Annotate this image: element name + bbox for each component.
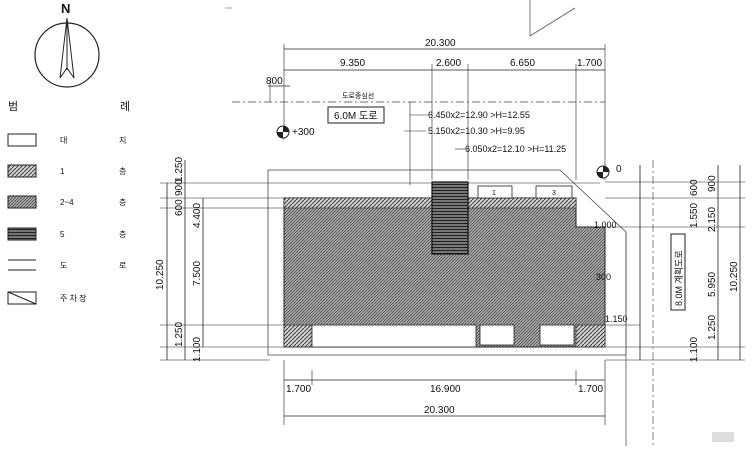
legend-swatch-floor2-4 xyxy=(7,195,37,209)
elevation-mark-right-icon: 0 xyxy=(596,164,622,179)
height-note-3: 6.050x2=12.10 >H=11.25 xyxy=(465,144,566,154)
height-note-2: 5.150x2=10.30 >H=9.95 xyxy=(428,126,525,136)
dim-bottom-right: 1.700 xyxy=(578,384,603,395)
dim-top-seg1: 9.350 xyxy=(340,58,365,69)
legend-suffix-land: 지 xyxy=(119,136,126,145)
right-road-label-box xyxy=(670,233,686,311)
parking-bay xyxy=(477,185,513,199)
corner-mark xyxy=(712,432,734,442)
dim-top-seg4: 1.700 xyxy=(577,58,602,69)
legend-swatch-floor5 xyxy=(7,227,37,241)
building-floor5 xyxy=(431,181,469,255)
dim-top-overall: 20.300 xyxy=(425,38,456,49)
dim-right-c: 2.150 xyxy=(707,207,718,232)
parking-number-1: 1 xyxy=(492,190,496,197)
parking-number-3: 3 xyxy=(552,190,556,197)
dim-right-overall: 10.250 xyxy=(729,261,740,292)
top-dimensions: 20.300 9.350 2.600 6.650 1.700 800 xyxy=(266,38,606,180)
dim-left-middle: 7.500 xyxy=(192,261,203,286)
legend-swatch-parking-diagonal xyxy=(7,291,37,305)
dim-right-a: 600 xyxy=(689,179,700,196)
dim-right-d: 5.950 xyxy=(707,272,718,297)
dim-bottom-left: 1.700 xyxy=(286,384,311,395)
dim-left-top-b: 600 xyxy=(174,199,185,216)
dim-right-inner-1000: 1.000 xyxy=(594,220,617,230)
dim-top-seg2: 2.600 xyxy=(436,58,461,69)
dim-right-top: 900 xyxy=(707,175,718,192)
legend-suffix-floor2-4: 층 xyxy=(119,198,126,207)
dim-bottom-middle: 16.900 xyxy=(430,384,461,395)
dim-right-b: 1.550 xyxy=(689,203,700,228)
dim-right-inner-300: 300 xyxy=(596,272,611,282)
elevation-left-label: +300 xyxy=(292,127,315,138)
legend-title-right: 례 xyxy=(120,100,130,113)
legend-suffix-floor5: 층 xyxy=(119,230,126,239)
dim-left-overall: 10.250 xyxy=(155,259,166,290)
top-road-label: 6.0M 도로 xyxy=(334,111,377,122)
dim-top-offset: 800 xyxy=(266,76,283,87)
legend-suffix-road: 로 xyxy=(119,261,126,270)
legend-swatch-floor1 xyxy=(7,164,37,178)
dim-left-lower: 1.250 xyxy=(174,322,185,347)
legend-label-floor5: 5 xyxy=(60,230,65,239)
bottom-dimensions: 1.700 16.900 1.700 20.300 xyxy=(283,360,606,425)
legend-swatch-land xyxy=(7,133,37,147)
parking-area-bottom xyxy=(311,324,477,348)
parking-bay xyxy=(535,185,573,199)
dim-left-upper: 4.400 xyxy=(192,203,203,228)
elevation-mark-left-icon: +300 xyxy=(276,125,315,139)
top-road-label-box xyxy=(327,106,385,124)
parking-bay xyxy=(479,324,515,346)
building-floor1-corner xyxy=(283,324,313,348)
dim-left-bottom: 1.100 xyxy=(192,337,203,362)
building-floor1-corner xyxy=(575,324,606,348)
legend-label-floor2-4: 2~4 xyxy=(60,198,74,207)
legend-label-road: 도 xyxy=(60,261,67,270)
dim-left-top-a: 1.250 xyxy=(174,157,185,182)
height-note-1: 6.450x2=12.90 >H=12.55 xyxy=(428,110,530,120)
dim-top-seg3: 6.650 xyxy=(510,58,535,69)
dim-right-inner-1150: 1.150 xyxy=(605,314,628,324)
dim-bottom-overall: 20.300 xyxy=(424,405,455,416)
left-dimensions: 10.250 1.250 600 900 4.400 7.500 1.250 1… xyxy=(155,157,284,362)
parking-bay xyxy=(539,324,575,346)
legend-label-land: 대 xyxy=(60,136,67,145)
legend-label-floor1: 1 xyxy=(60,167,65,176)
height-notes: 6.450x2=12.90 >H=12.55 5.150x2=10.30 >H=… xyxy=(404,102,566,185)
north-arrow-icon: N xyxy=(34,1,100,88)
dim-right-e: 1.250 xyxy=(707,315,718,340)
right-road-label: 8.0M 계획도로 xyxy=(673,250,684,306)
north-label: N xyxy=(61,1,70,16)
legend-suffix-floor1: 층 xyxy=(119,167,126,176)
legend-label-parking: 주 차 장 xyxy=(60,293,87,303)
right-dimensions: 900 600 1.550 2.150 5.950 10.250 1.250 1… xyxy=(594,165,745,362)
legend: 범 례 대 지 1 층 2~4 층 5 층 도 로 주 차 장 xyxy=(7,100,130,305)
boundary-line xyxy=(529,7,576,37)
dim-right-f: 1.100 xyxy=(689,337,700,362)
building-floor1-strip xyxy=(283,197,577,209)
road-centerline-label: 도로중심선 xyxy=(342,91,374,100)
legend-title-left: 범 xyxy=(8,100,18,113)
dim-left-top-c: 900 xyxy=(174,179,185,196)
elevation-right-label: 0 xyxy=(616,164,622,175)
